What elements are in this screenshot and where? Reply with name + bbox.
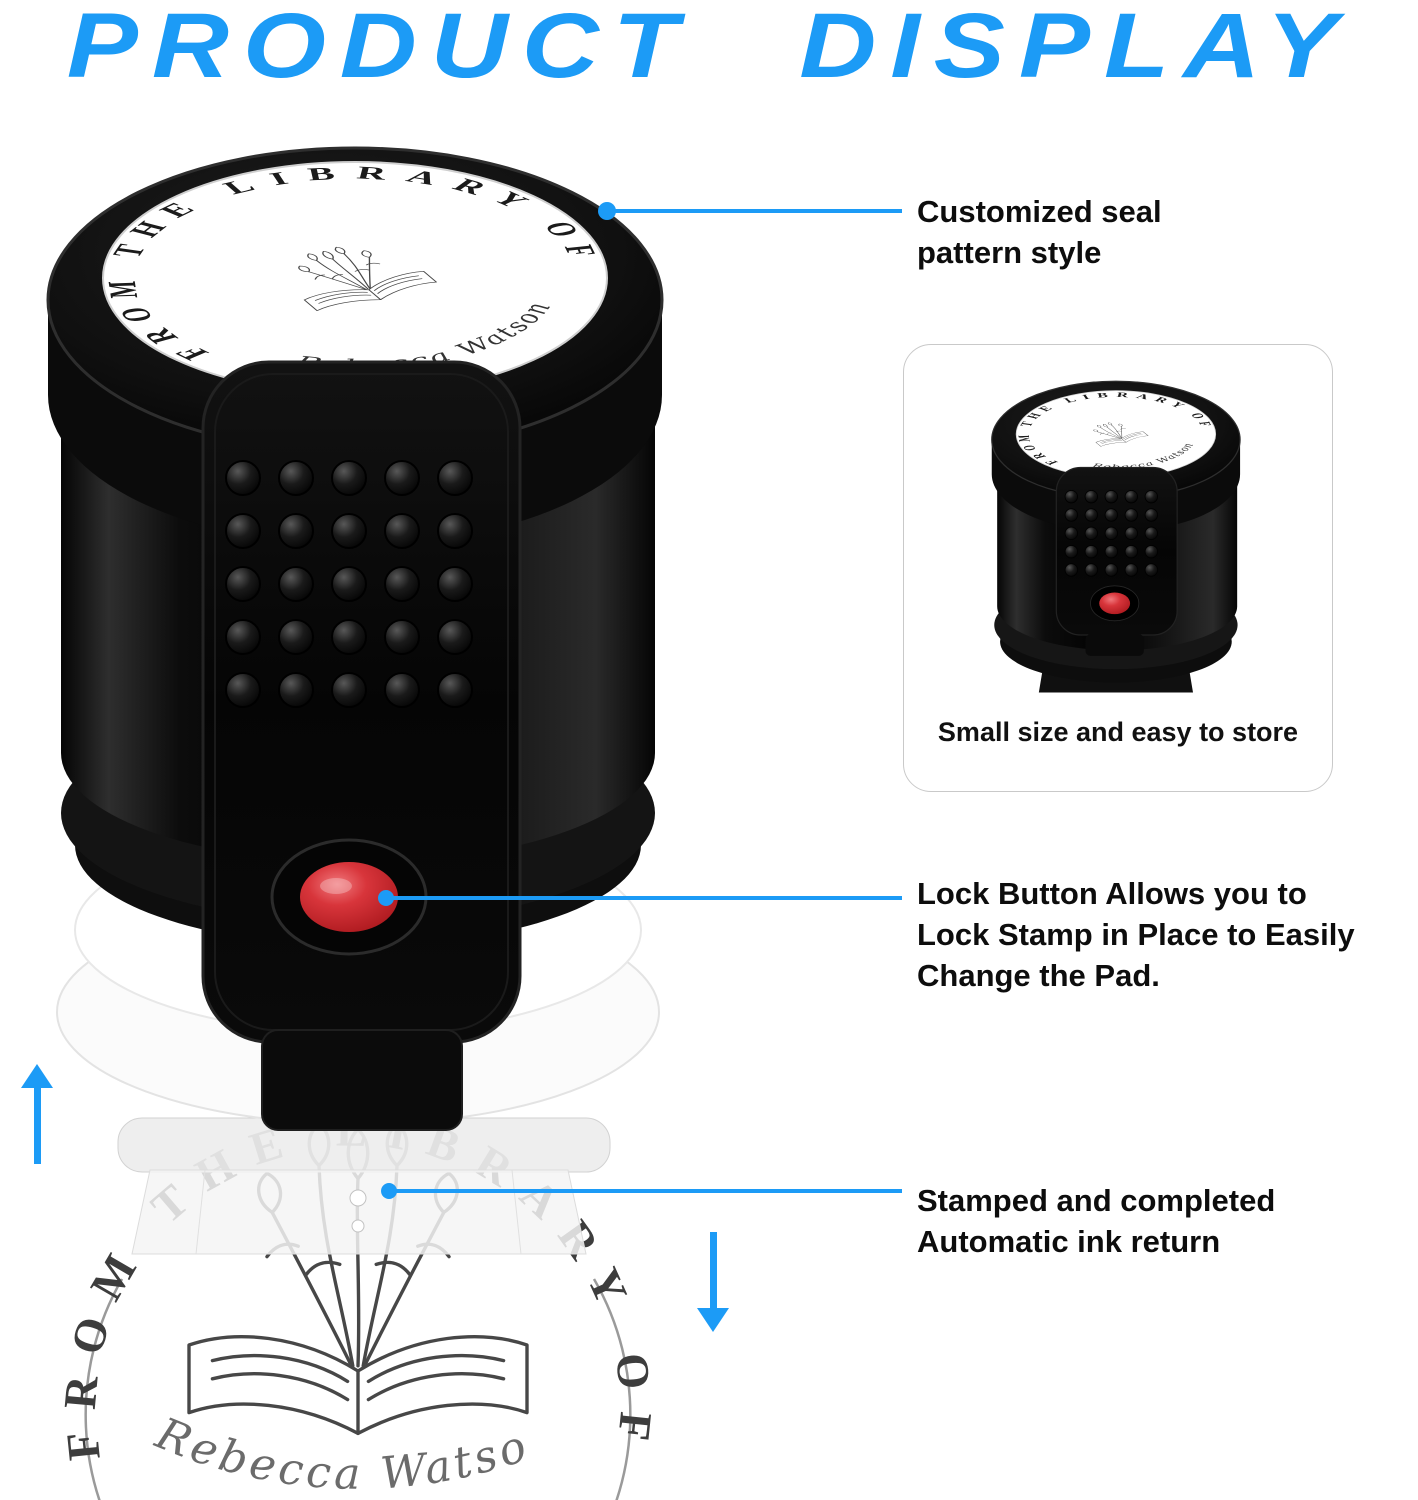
stamp-base [117, 1117, 611, 1255]
main-stamp-illustration: FROM THE LIBRARY OF Rebecca Watson FROM … [0, 128, 760, 1500]
up-arrow-icon [18, 1064, 56, 1164]
callout-line-seal [610, 209, 902, 213]
lock-button [270, 838, 428, 956]
callout-dot-lock [378, 890, 394, 906]
callout-line-ink [395, 1189, 902, 1193]
up-arrow-stem [33, 1088, 41, 1164]
down-arrow-icon [694, 1232, 732, 1332]
callout-line: Lock Stamp in Place to Easily [917, 916, 1355, 952]
down-arrow-head [697, 1308, 729, 1332]
mini-lock-button [1090, 585, 1140, 622]
inset-card: Small size and easy to store [903, 344, 1333, 792]
mini-grip-dots [1064, 490, 1158, 577]
mini-stamp-illustration [968, 375, 1268, 693]
callout-line: Customized seal [917, 194, 1162, 229]
callout-text-lock-button: Lock Button Allows you to Lock Stamp in … [917, 874, 1417, 997]
inset-caption: Small size and easy to store [937, 717, 1299, 747]
callout-line: Lock Button Allows you to [917, 876, 1307, 911]
callout-text-seal-pattern: Customized seal pattern style [917, 192, 1247, 274]
callout-dot-ink [381, 1183, 397, 1199]
callout-dot-seal [598, 202, 616, 220]
grip-dots [225, 460, 473, 708]
callout-line: Change the Pad. [917, 957, 1160, 993]
mini-tab [1085, 634, 1144, 656]
callout-line: Stamped and completed [917, 1183, 1276, 1218]
callout-line-lock [392, 896, 902, 900]
up-arrow-head [21, 1064, 53, 1088]
down-arrow-stem [709, 1232, 717, 1308]
page-title: PRODUCT DISPLAY [66, 0, 1352, 97]
callout-line: Automatic ink return [917, 1223, 1221, 1259]
callout-line: pattern style [917, 234, 1102, 270]
callout-text-ink-return: Stamped and completed Automatic ink retu… [917, 1181, 1337, 1263]
